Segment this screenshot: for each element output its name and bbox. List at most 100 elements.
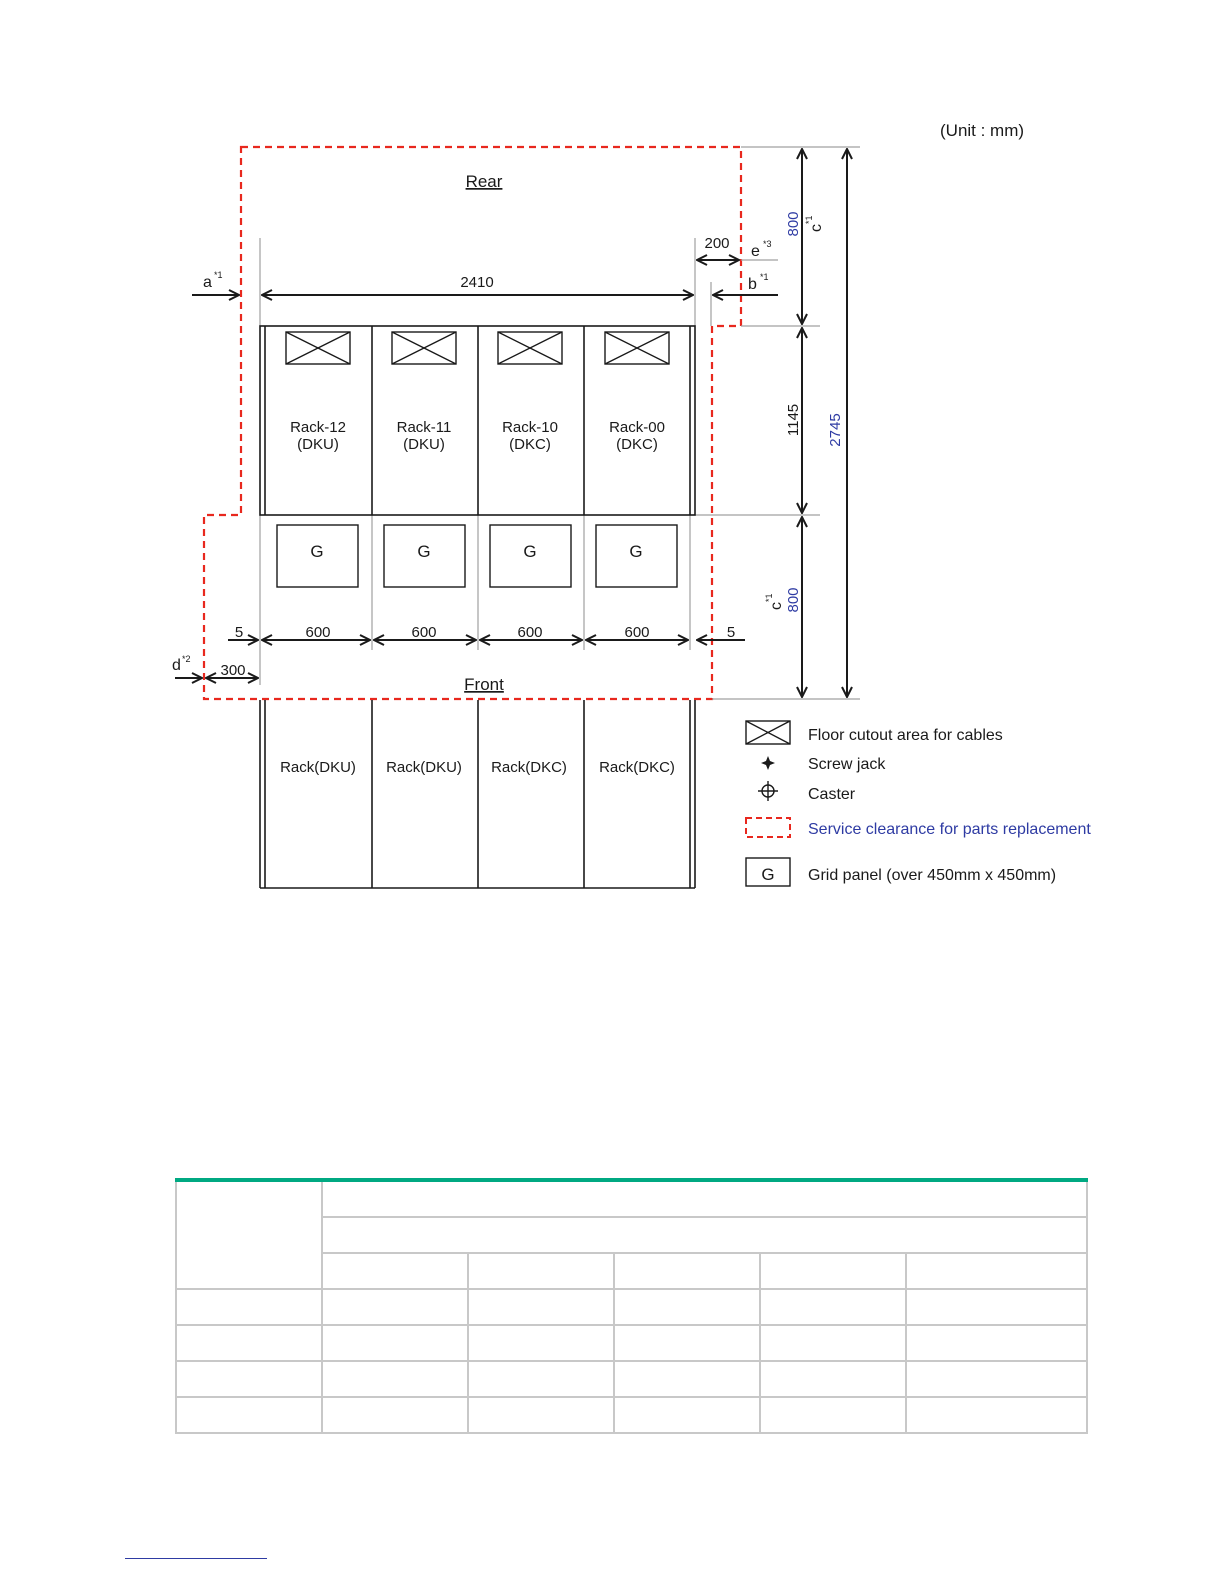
grid-panel <box>276 524 359 588</box>
table-row <box>175 1396 1088 1434</box>
grid-panel <box>383 524 466 588</box>
table-row <box>175 1288 1088 1326</box>
table-cell <box>759 1288 907 1326</box>
rear-depth-label: 800 <box>785 211 802 236</box>
rack-name: Rack-00 <box>609 419 665 436</box>
grid-panel-label: G <box>629 542 642 561</box>
marker-d-sup: *2 <box>182 654 191 664</box>
floor-layout-diagram: Rack-12 (DKU) Rack-11 (DKU) Rack-10 (DKC… <box>172 145 1091 889</box>
table-cell <box>175 1396 323 1434</box>
floor-cutout-icon <box>604 331 670 365</box>
side-left-label: 5 <box>235 624 243 641</box>
legend-label-screw-jack: Screw jack <box>808 756 886 773</box>
table-cell <box>321 1179 1088 1218</box>
table-cell <box>321 1252 469 1290</box>
grid-panel-label: G <box>310 542 323 561</box>
rack-label: Rack(DKU) <box>386 759 462 776</box>
screw-jack-icon <box>761 756 775 770</box>
table-cell <box>905 1396 1088 1434</box>
table-cell <box>759 1324 907 1362</box>
total-depth-label: 2745 <box>827 413 844 446</box>
table-cell <box>175 1288 323 1326</box>
legend-label-caster: Caster <box>808 786 856 803</box>
rack-type: (DKC) <box>616 436 658 453</box>
offset-300-label: 300 <box>220 662 245 679</box>
caster-icon <box>758 781 778 801</box>
dimension-table <box>175 1178 1088 1434</box>
rack-depth-label: 1145 <box>785 404 802 436</box>
floor-cutout-icon <box>391 331 457 365</box>
rack-labels-top: Rack-12 (DKU) Rack-11 (DKU) Rack-10 (DKC… <box>290 419 665 453</box>
grid-panel-label: G <box>523 542 536 561</box>
rack-name: Rack-11 <box>397 419 452 436</box>
rack-width-label: 600 <box>305 624 330 641</box>
svg-text:G: G <box>761 865 774 884</box>
gap-200-label: 200 <box>704 235 729 252</box>
grid-panel <box>489 524 572 588</box>
floor-cutout-group <box>285 331 670 365</box>
service-clearance-icon <box>745 817 791 838</box>
rack-label: Rack(DKC) <box>491 759 567 776</box>
rack-row-top <box>259 325 696 516</box>
legend-label-grid-panel: Grid panel (over 450mm x 450mm) <box>808 867 1056 884</box>
table-cell <box>321 1396 469 1434</box>
rack-row-bottom <box>259 700 696 889</box>
floor-cutout-icon <box>497 331 563 365</box>
table-cell <box>321 1288 469 1326</box>
marker-a-sup: *1 <box>214 270 223 280</box>
extension-lines <box>259 146 860 700</box>
table-cell <box>321 1360 469 1398</box>
rack-type: (DKC) <box>509 436 551 453</box>
table-cell <box>467 1288 615 1326</box>
table-cell <box>321 1324 469 1362</box>
footnote-separator <box>125 1558 267 1559</box>
rack-label: Rack(DKC) <box>599 759 675 776</box>
rack-label: Rack(DKU) <box>280 759 356 776</box>
table-cell <box>759 1396 907 1434</box>
table-header-row <box>176 1216 1088 1254</box>
table-cell <box>175 1324 323 1362</box>
table-cell <box>613 1252 761 1290</box>
marker-d: d <box>172 657 181 674</box>
floor-cutout-icon <box>745 720 791 745</box>
rack-type: (DKU) <box>297 436 339 453</box>
table-cell <box>467 1252 615 1290</box>
front-heading: Front <box>464 675 504 694</box>
table-cell <box>905 1360 1088 1398</box>
floor-cutout-icon <box>285 331 351 365</box>
dimension-lines <box>175 149 847 697</box>
rear-heading: Rear <box>466 172 503 191</box>
table-cell <box>905 1252 1088 1290</box>
marker-c-top-sup: *1 <box>804 215 814 224</box>
grid-panels: G G G G <box>276 524 678 588</box>
legend: Floor cutout area for cables Screw jack … <box>745 720 1091 887</box>
table-cell <box>613 1360 761 1398</box>
table-cell <box>467 1396 615 1434</box>
table-cell <box>905 1324 1088 1362</box>
grid-panel <box>595 524 678 588</box>
note-markers: a *1 b *1 e *3 d *2 c *1 c *1 <box>172 215 825 674</box>
marker-c-bottom: c <box>768 602 785 610</box>
grid-panel-icon: G <box>745 857 791 887</box>
rack-width-label: 600 <box>517 624 542 641</box>
table-cell <box>321 1216 1088 1254</box>
marker-b: b <box>748 276 757 293</box>
total-width-label: 2410 <box>460 274 493 291</box>
table-cell <box>613 1288 761 1326</box>
table-row <box>175 1324 1088 1362</box>
table-cell <box>467 1360 615 1398</box>
marker-a: a <box>203 274 212 291</box>
unit-label: (Unit : mm) <box>940 121 1025 140</box>
table-cell <box>467 1324 615 1362</box>
rack-labels-bottom: Rack(DKU) Rack(DKU) Rack(DKC) Rack(DKC) <box>280 759 675 776</box>
grid-panel-label: G <box>417 542 430 561</box>
table-cell <box>175 1179 323 1290</box>
legend-label-service-clearance: Service clearance for parts replacement <box>808 821 1091 838</box>
side-right-label: 5 <box>727 624 735 641</box>
rack-name: Rack-12 <box>290 419 346 436</box>
table-cell <box>613 1396 761 1434</box>
table-cell <box>175 1360 323 1398</box>
marker-c-bottom-sup: *1 <box>764 593 774 602</box>
table-header-row <box>175 1179 1088 1290</box>
legend-label-floor-cutout: Floor cutout area for cables <box>808 727 1003 744</box>
